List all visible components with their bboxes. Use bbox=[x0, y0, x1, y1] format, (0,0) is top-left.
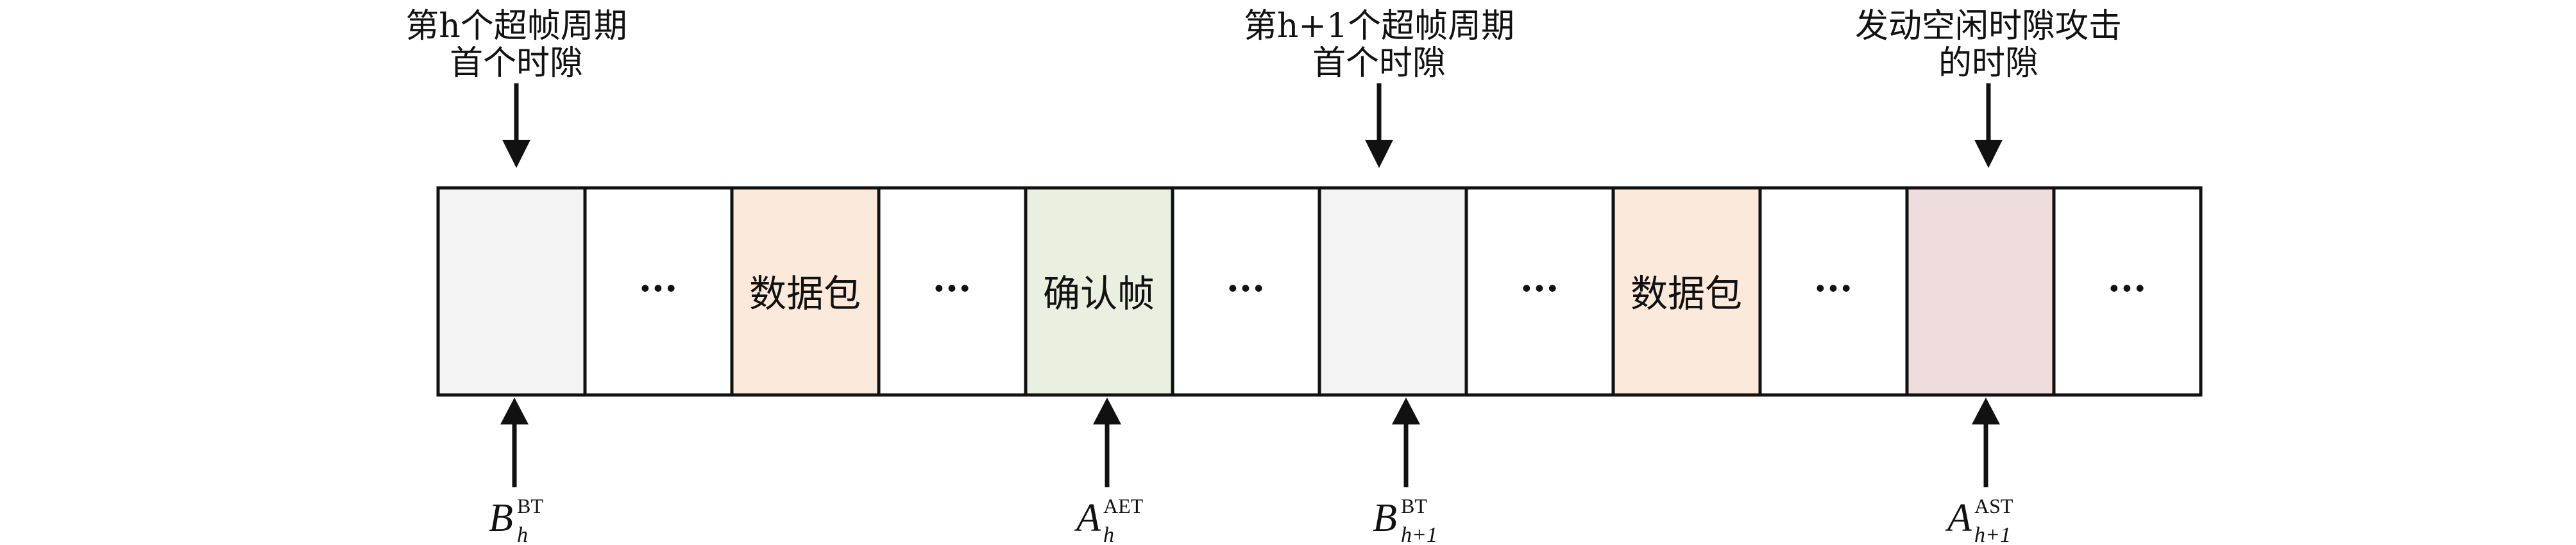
slot-label: ··· bbox=[1814, 267, 1853, 310]
top-label-h-line1: 第h个超帧周期 bbox=[405, 7, 627, 46]
bottom-label-sub: h bbox=[517, 523, 528, 545]
bottom-label-a-h1: A AST h+1 bbox=[1945, 494, 2013, 545]
bottom-label-sup: AET bbox=[1103, 494, 1144, 517]
top-label-h1-first-slot: 第h+1个超帧周期 首个时隙 bbox=[1244, 7, 1514, 83]
timeslot-row: ··· 数据包 ··· 确认帧 ··· ··· 数据包 bbox=[436, 186, 2203, 397]
slot-box bbox=[1464, 186, 1615, 397]
slot: ··· bbox=[583, 186, 734, 397]
slot-label: 数据包 bbox=[1631, 272, 1742, 315]
bottom-label-sub: h+1 bbox=[1401, 523, 1437, 545]
slot-box bbox=[1318, 186, 1468, 397]
slot: 数据包 bbox=[730, 186, 881, 397]
bottom-label-sup: BT bbox=[517, 494, 543, 517]
slot-box bbox=[877, 186, 1028, 397]
slot-box bbox=[436, 186, 587, 397]
top-label-attack-slot: 发动空闲时隙攻击 的时隙 bbox=[1855, 7, 2122, 83]
slot: ··· bbox=[1758, 186, 1909, 397]
slot-box bbox=[583, 186, 734, 397]
slot-label: ··· bbox=[1226, 267, 1266, 310]
slot: ··· bbox=[877, 186, 1028, 397]
top-label-h1-line1: 第h+1个超帧周期 bbox=[1244, 7, 1514, 46]
slot bbox=[1905, 186, 2056, 397]
slot-box bbox=[1758, 186, 1909, 397]
slot-label: 确认帧 bbox=[1043, 272, 1155, 315]
bottom-label-b-h: B BT h bbox=[489, 494, 543, 545]
bottom-label-var: B bbox=[489, 496, 513, 540]
arrow-down-attack bbox=[1974, 83, 2003, 168]
slot-box bbox=[1171, 186, 1321, 397]
bottom-label-sub: h+1 bbox=[1974, 523, 2011, 545]
slot: ··· bbox=[1464, 186, 1615, 397]
slot bbox=[436, 186, 587, 397]
arrow-up-b-h1 bbox=[1392, 398, 1420, 487]
slot-label: ··· bbox=[933, 267, 972, 310]
bottom-label-a-h: A AET h bbox=[1074, 494, 1144, 545]
bottom-label-var: A bbox=[1074, 496, 1101, 540]
slot-box bbox=[2052, 186, 2203, 397]
slot-box bbox=[1024, 186, 1174, 397]
slot bbox=[1318, 186, 1468, 397]
arrow-up-a-h bbox=[1093, 398, 1121, 487]
slot-label: ··· bbox=[1520, 267, 1559, 310]
slot-box bbox=[730, 186, 881, 397]
slot: ··· bbox=[2052, 186, 2203, 397]
top-label-attack-line1: 发动空闲时隙攻击 bbox=[1855, 7, 2122, 46]
bottom-label-b-h1: B BT h+1 bbox=[1373, 494, 1437, 545]
bottom-label-sup: AST bbox=[1974, 494, 2013, 517]
bottom-label-sup: BT bbox=[1401, 494, 1427, 517]
arrow-down-h bbox=[502, 83, 530, 168]
bottom-label-var: A bbox=[1945, 496, 1972, 540]
slot-label: 数据包 bbox=[749, 272, 861, 315]
top-label-attack-line2: 的时隙 bbox=[1938, 44, 2038, 83]
bottom-label-sub: h bbox=[1103, 523, 1114, 545]
arrow-up-a-h1 bbox=[1972, 398, 2000, 487]
arrow-up-b-h bbox=[500, 398, 529, 487]
slot: ··· bbox=[1171, 186, 1321, 397]
top-label-h1-line2: 首个时隙 bbox=[1312, 44, 1446, 83]
top-label-h-first-slot: 第h个超帧周期 首个时隙 bbox=[405, 7, 627, 83]
slot: 数据包 bbox=[1611, 186, 1762, 397]
slot-box bbox=[1905, 186, 2056, 397]
slot-label: ··· bbox=[639, 267, 678, 310]
top-label-h-line2: 首个时隙 bbox=[450, 44, 583, 83]
slot: 确认帧 bbox=[1024, 186, 1174, 397]
arrow-down-h1 bbox=[1365, 83, 1393, 168]
slot-label: ··· bbox=[2108, 267, 2147, 310]
bottom-label-var: B bbox=[1373, 496, 1397, 540]
